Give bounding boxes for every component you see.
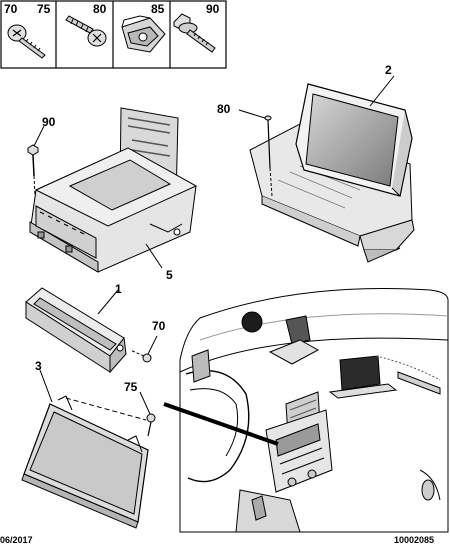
clip-nut-icon (121, 15, 166, 53)
callout-1: 1 (115, 282, 122, 296)
legend-number-70: 70 (4, 2, 18, 16)
callout-80: 80 (217, 102, 231, 116)
callout-70: 70 (152, 319, 166, 333)
screw-70-icon (129, 349, 152, 363)
legend-number-90: 90 (206, 2, 220, 16)
flange-screw-icon (173, 13, 216, 53)
callout-75: 75 (124, 380, 138, 394)
callout-3: 3 (35, 359, 42, 373)
legend-number-85: 85 (151, 2, 165, 16)
screw-90-icon (27, 144, 39, 197)
legend-number-80: 80 (93, 2, 107, 16)
legend-number-75: 75 (37, 2, 51, 16)
fastener-legend: 70 75 80 85 90 (0, 0, 227, 69)
footer-date: 06/2017 (0, 535, 33, 545)
panel-unit-3 (21, 369, 156, 529)
bar-unit-1 (25, 287, 158, 374)
footer-reference: 10002085 (394, 535, 434, 545)
module-unit-5 (27, 107, 198, 273)
self-tapping-screw-icon (65, 15, 107, 47)
screw-75-icon (146, 413, 156, 437)
display-unit-2 (238, 75, 415, 263)
torx-screw-icon (7, 24, 46, 59)
dashboard-view (163, 288, 449, 533)
callout-2: 2 (385, 63, 392, 77)
callout-90: 90 (42, 115, 56, 129)
callout-5: 5 (166, 268, 173, 282)
